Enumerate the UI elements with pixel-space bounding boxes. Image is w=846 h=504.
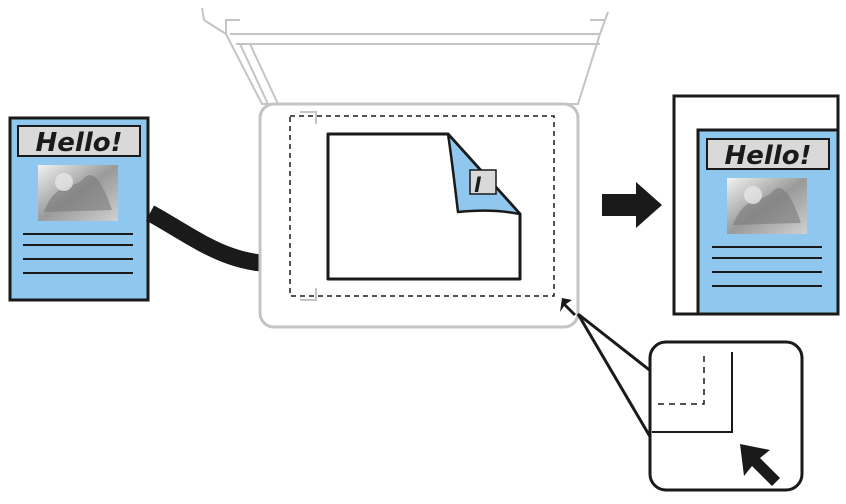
document-text-lines: [23, 233, 133, 274]
right-arrow-icon: [602, 182, 662, 228]
zoom-callout-pointer: [576, 312, 654, 441]
original-document-title-box: [17, 125, 141, 157]
corner-arrow-icon: [560, 298, 576, 316]
scanner: l: [201, 7, 609, 329]
document-on-glass: l: [326, 132, 522, 281]
scanner-lid: [201, 7, 609, 105]
edge-guide: [300, 111, 317, 301]
zoom-callout: [648, 340, 804, 492]
copy-result: Hello!: [672, 94, 840, 316]
photo-placeholder-icon: [38, 165, 118, 221]
original-document-title: Hello!: [36, 128, 123, 158]
zoom-corner-arrow-icon: [740, 444, 780, 486]
scan-area-guide: [289, 115, 555, 297]
fold-peek-glyph: l: [474, 173, 482, 197]
copy-photo-placeholder-icon: [727, 178, 807, 234]
zoom-callout-frame: [648, 340, 804, 492]
copy-result-title: Hello!: [725, 141, 812, 171]
copy-result-title-box: [706, 138, 830, 170]
copy-text-lines: [712, 246, 822, 287]
original-document: Hello!: [8, 116, 150, 302]
